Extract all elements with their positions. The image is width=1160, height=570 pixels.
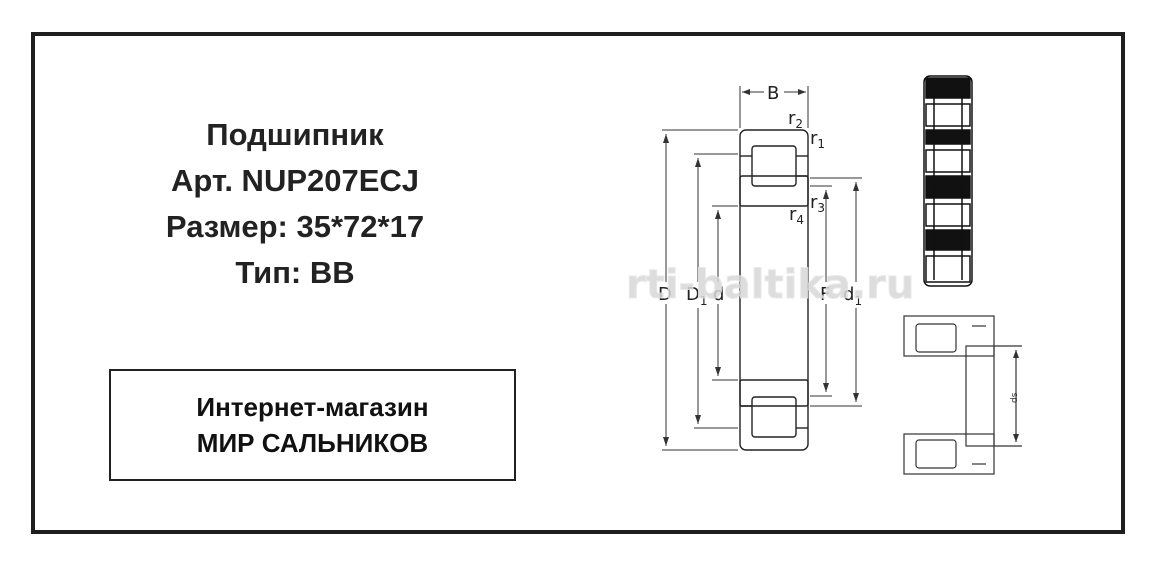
- label-B: B: [767, 83, 779, 104]
- watermark: rti-baltika.ru: [626, 262, 914, 308]
- shop-box: Интернет-магазин МИР САЛЬНИКОВ: [109, 369, 516, 481]
- label-r2: r2: [788, 108, 803, 131]
- label-ds: ds: [1010, 392, 1020, 403]
- label-r1: r1: [810, 128, 825, 151]
- roller-bottom: [751, 396, 797, 438]
- label-r4: r4: [789, 204, 804, 227]
- label-F: F: [820, 284, 830, 305]
- inner-rib-top: [739, 175, 809, 207]
- bearing-side-view: [923, 75, 973, 287]
- product-size: Размер: 35*72*17: [165, 209, 425, 244]
- product-type: Подшипник: [206, 117, 384, 152]
- bearing-outer-profile: [739, 129, 809, 451]
- roller-top: [751, 145, 797, 187]
- label-d: d: [713, 284, 724, 305]
- label-r3: r3: [810, 192, 825, 215]
- product-info: Подшипник Арт. NUP207ECJ Размер: 35*72*1…: [95, 112, 495, 296]
- label-d1: d1: [843, 284, 862, 308]
- product-kind: Тип: ВВ: [235, 255, 355, 290]
- label-D: D: [658, 284, 672, 305]
- mounting-drawing: [903, 315, 1022, 475]
- shop-line-1: Интернет-магазин: [196, 392, 429, 422]
- label-D1: D1: [686, 284, 708, 308]
- shop-line-2: МИР САЛЬНИКОВ: [196, 428, 429, 458]
- product-article: Арт. NUP207ECJ: [170, 163, 420, 198]
- inner-rib-bottom: [739, 379, 809, 407]
